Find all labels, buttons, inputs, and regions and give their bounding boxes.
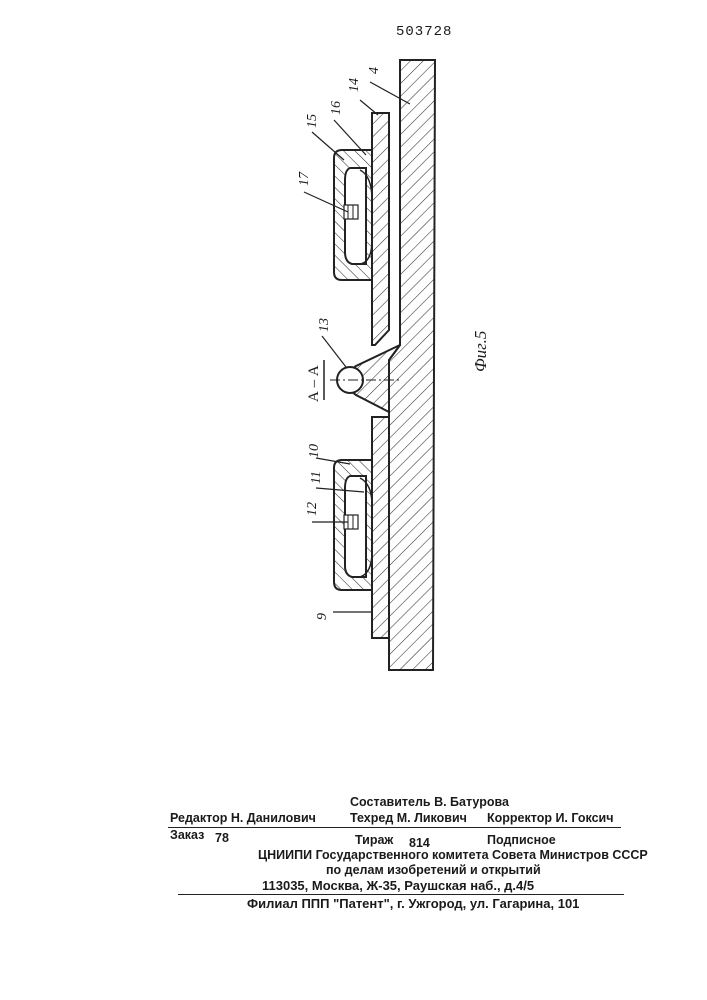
label-10: 10 — [307, 444, 322, 458]
org-line-1: ЦНИИПИ Государственного комитета Совета … — [258, 848, 648, 862]
compiler: Составитель В. Батурова — [350, 795, 509, 809]
upper-strip — [372, 113, 389, 345]
divider-top — [168, 827, 621, 828]
label-11: 11 — [309, 471, 324, 484]
section-label: А – А — [306, 365, 322, 402]
label-9: 9 — [315, 613, 330, 620]
label-12: 12 — [305, 502, 320, 516]
divider-bottom — [178, 894, 624, 895]
label-16: 16 — [329, 101, 344, 115]
label-17: 17 — [297, 171, 312, 186]
branch: Филиал ППП "Патент", г. Ужгород, ул. Гаг… — [247, 896, 579, 911]
label-14: 14 — [347, 78, 362, 92]
label-13: 13 — [317, 318, 332, 332]
lower-strip — [372, 417, 389, 638]
label-4: 4 — [367, 67, 382, 74]
address: 113035, Москва, Ж-35, Раушская наб., д.4… — [262, 878, 534, 893]
figure-caption: Фиг.5 — [471, 331, 490, 372]
order-label: Заказ — [170, 828, 204, 842]
print-run-label: Тираж — [355, 833, 393, 847]
editor: Редактор Н. Данилович — [170, 811, 316, 825]
org-line-2: по делам изобретений и открытий — [326, 863, 541, 877]
main-plate — [389, 60, 435, 670]
subscription: Подписное — [487, 833, 556, 847]
technical-drawing: 4 14 16 15 17 13 10 11 12 9 А – А Фиг.5 — [0, 0, 707, 760]
techred: Техред М. Ликович — [350, 811, 467, 825]
label-15: 15 — [305, 114, 320, 128]
order-number: 78 — [215, 831, 229, 845]
corrector: Корректор И. Гоксич — [487, 811, 613, 825]
